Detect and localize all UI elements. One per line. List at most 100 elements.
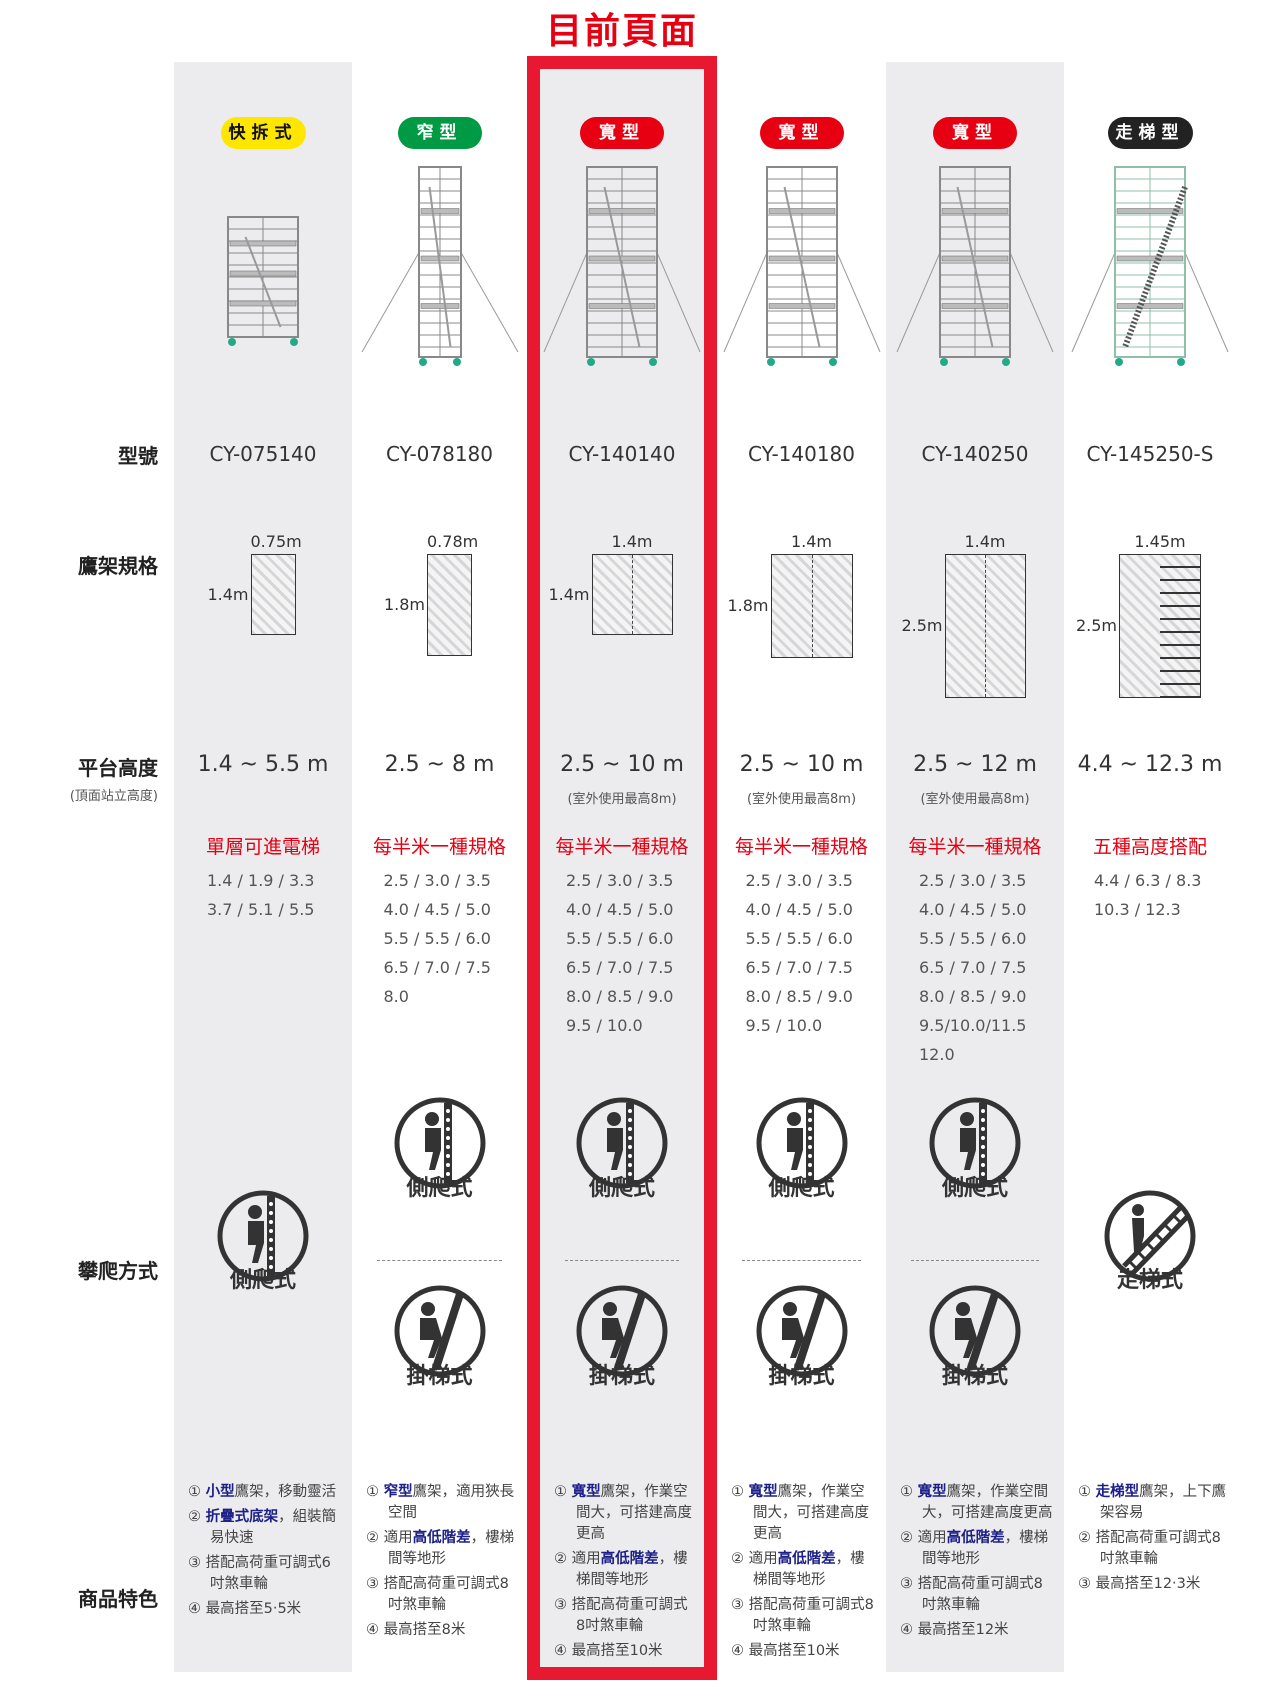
feature-number: ② xyxy=(554,1551,567,1567)
feature-text: 鷹架，作業空間大，可搭建高度更高 xyxy=(576,1484,692,1542)
spec-length-label: 2.5m xyxy=(901,616,943,635)
climb-method-label: 側爬式 xyxy=(588,1176,655,1201)
feature-text: 鷹架，作業空間大，可搭建高度更高 xyxy=(922,1484,1053,1521)
center-divider xyxy=(811,555,813,657)
height-option: 2.5 / 3.0 / 3.5 xyxy=(745,871,853,890)
spec-width-label: 0.75m xyxy=(250,532,302,551)
feature-number: ④ xyxy=(554,1643,567,1659)
spec-width-label: 1.4m xyxy=(611,532,653,551)
feature-number: ③ xyxy=(188,1555,201,1571)
row-label-spec: 鷹架規格 xyxy=(78,554,158,578)
type-badge: 寬型 xyxy=(580,117,664,149)
height-option: 6.5 / 7.0 / 7.5 xyxy=(566,958,674,977)
feature-text: 適用 xyxy=(748,1551,778,1567)
feature-item: ② 適用高低階差，樓梯間等地形 xyxy=(900,1528,1056,1570)
feature-highlight: 走梯型 xyxy=(1095,1484,1140,1500)
feature-item: ② 適用高低階差，樓梯間等地形 xyxy=(731,1549,878,1591)
model-number: CY-140250 xyxy=(921,442,1029,466)
spec-length-label: 2.5m xyxy=(1075,616,1117,635)
feature-text: 搭配高荷重可調式8吋煞車輪 xyxy=(383,1576,509,1613)
feature-item: ④ 最高搭至10米 xyxy=(731,1641,878,1662)
stair-walk-icon xyxy=(1064,1188,1236,1288)
platform-height-range: 2.5 ~ 12 m xyxy=(913,752,1037,777)
feature-item: ② 搭配高荷重可調式8吋煞車輪 xyxy=(1078,1528,1228,1570)
feature-number: ① xyxy=(554,1484,567,1500)
feature-highlight: 高低階差 xyxy=(946,1530,1005,1546)
side-climb-icon xyxy=(540,1095,704,1195)
platform-spec-diagram: 1.4m 2.5m xyxy=(901,532,1026,700)
feature-highlight: 高低階差 xyxy=(412,1530,471,1546)
climb-method-label: 走梯式 xyxy=(1116,1268,1183,1293)
badge-cell: 走梯型 xyxy=(1064,117,1236,149)
feature-number: ③ xyxy=(1078,1576,1091,1592)
platform-deck xyxy=(1119,554,1201,698)
hanging-ladder-icon xyxy=(352,1283,527,1383)
platform-spec-diagram: 1.45m 2.5m xyxy=(1076,532,1201,700)
feature-highlight: 寬型 xyxy=(748,1484,778,1500)
height-option: 2.5 / 3.0 / 3.5 xyxy=(383,871,491,890)
climb-divider xyxy=(911,1260,1039,1261)
height-option: 4.0 / 4.5 / 5.0 xyxy=(383,900,491,919)
spec-length-label: 1.8m xyxy=(727,596,769,615)
feature-number: ② xyxy=(731,1551,744,1567)
height-option: 5.5 / 5.5 / 6.0 xyxy=(566,929,674,948)
feature-item: ① 窄型鷹架，適用狹長空間 xyxy=(366,1482,519,1524)
height-option: 1.4 / 1.9 / 3.3 xyxy=(207,871,315,890)
height-note: (室外使用最高8m) xyxy=(746,792,857,807)
feature-text: 搭配高荷重可調式8吋煞車輪 xyxy=(571,1597,688,1634)
feature-number: ③ xyxy=(731,1597,744,1613)
feature-item: ① 寬型鷹架，作業空間大，可搭建高度更高 xyxy=(731,1482,878,1545)
feature-text: 鷹架，作業空間大，可搭建高度更高 xyxy=(753,1484,869,1542)
feature-text: 適用 xyxy=(383,1530,413,1546)
spec-length-label: 1.4m xyxy=(207,584,249,604)
platform-deck xyxy=(591,554,673,635)
side-climb-icon xyxy=(886,1095,1064,1195)
feature-text: 鷹架，移動靈活 xyxy=(234,1484,337,1500)
spec-width-label: 1.45m xyxy=(1134,532,1186,551)
height-option: 6.5 / 7.0 / 7.5 xyxy=(383,958,491,977)
feature-item: ③ 搭配高荷重可調式8吋煞車輪 xyxy=(900,1574,1056,1616)
row-label-model: 型號 xyxy=(118,444,158,468)
feature-item: ③ 搭配高荷重可調式8吋煞車輪 xyxy=(554,1595,696,1637)
badge-cell: 快拆式 xyxy=(174,117,352,149)
feature-highlight: 小型 xyxy=(205,1484,235,1500)
feature-item: ② 折疊式底架，組裝簡易快速 xyxy=(188,1507,344,1549)
center-divider xyxy=(632,555,633,634)
side-climb-icon xyxy=(717,1095,886,1195)
row-label-height-sub: (頂面站立高度) xyxy=(69,789,158,804)
spec-width-label: 0.78m xyxy=(427,532,479,551)
height-options-title: 每半米一種規格 xyxy=(734,836,868,858)
feature-item: ① 寬型鷹架，作業空間大，可搭建高度更高 xyxy=(554,1482,696,1545)
spec-width-label: 1.4m xyxy=(964,532,1006,551)
platform-height-range: 2.5 ~ 10 m xyxy=(739,752,864,777)
feature-item: ③ 搭配高荷重可調式8吋煞車輪 xyxy=(731,1595,878,1637)
platform-deck xyxy=(250,554,296,635)
feature-number: ① xyxy=(900,1484,913,1500)
height-option: 8.0 / 8.5 / 9.0 xyxy=(919,987,1027,1006)
feature-number: ③ xyxy=(554,1597,567,1613)
height-option: 6.5 / 7.0 / 7.5 xyxy=(919,958,1027,977)
feature-text: 鷹架，上下鷹架容易 xyxy=(1100,1484,1227,1521)
feature-item: ④ 最高搭至8米 xyxy=(366,1620,519,1641)
feature-item: ④ 最高搭至12米 xyxy=(900,1620,1056,1641)
feature-text: 搭配高荷重可調式6吋煞車輪 xyxy=(205,1555,331,1592)
wide-scaffold-tower-image xyxy=(886,157,1064,381)
model-number: CY-078180 xyxy=(385,442,494,466)
type-badge: 寬型 xyxy=(759,117,844,149)
feature-text: 最高搭至10米 xyxy=(748,1643,840,1659)
feature-text: ，樓梯間等地形 xyxy=(753,1551,865,1588)
height-option: 5.5 / 5.5 / 6.0 xyxy=(745,929,853,948)
feature-number: ② xyxy=(900,1530,913,1546)
feature-item: ② 適用高低階差，樓梯間等地形 xyxy=(366,1528,519,1570)
platform-height-range: 2.5 ~ 10 m xyxy=(560,752,684,777)
height-note: (室外使用最高8m) xyxy=(567,792,677,807)
height-options-title: 每半米一種規格 xyxy=(555,836,689,858)
